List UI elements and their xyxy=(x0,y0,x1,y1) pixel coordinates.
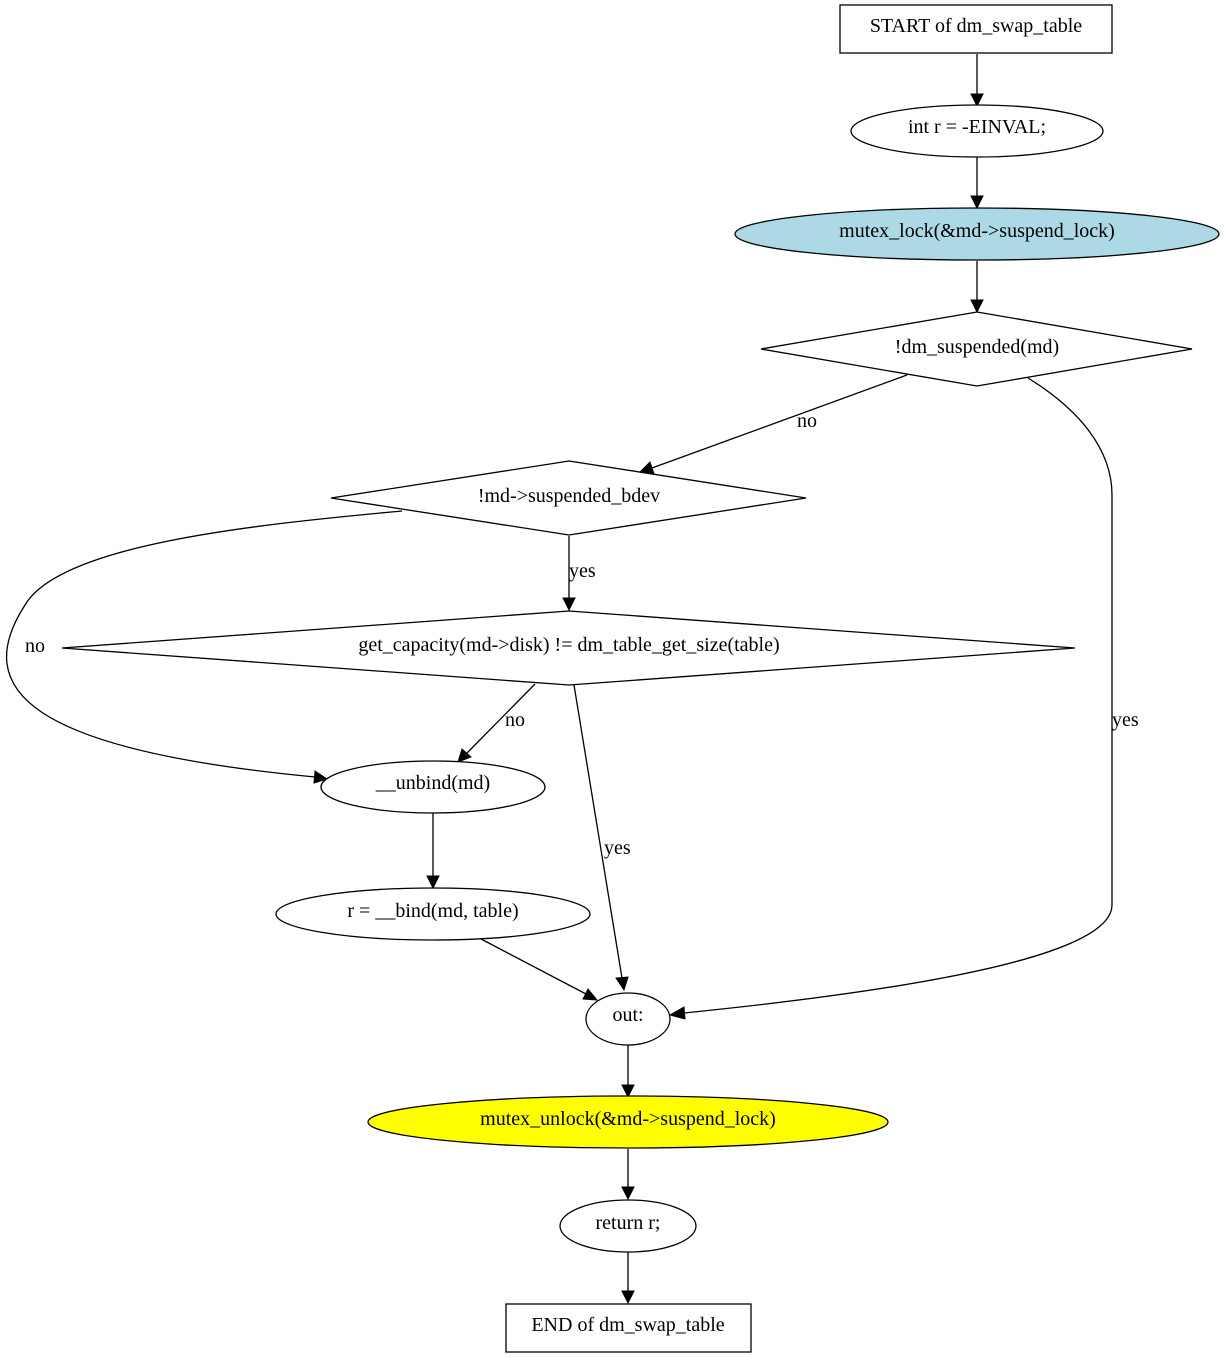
edge-start-to-init xyxy=(970,54,984,108)
node-cond-capacity-label: get_capacity(md->disk) != dm_table_get_s… xyxy=(358,634,779,656)
edge-label-bdev-no: no xyxy=(25,635,45,657)
node-mutex-unlock-label: mutex_unlock(&md->suspend_lock) xyxy=(480,1108,776,1130)
edge-label-bdev-yes: yes xyxy=(569,560,596,582)
node-return-r: return r; xyxy=(559,1199,697,1253)
edge-lock-to-suspended xyxy=(970,261,984,314)
edge-label-suspended-yes: yes xyxy=(1112,709,1139,731)
node-end-label: END of dm_swap_table xyxy=(531,1314,724,1336)
node-cond-suspended-label: !dm_suspended(md) xyxy=(895,336,1059,358)
edge-bdev-yes xyxy=(562,536,576,612)
node-mutex-lock-label: mutex_lock(&md->suspend_lock) xyxy=(839,220,1115,242)
edge-capacity-no xyxy=(457,683,536,763)
node-bind-label: r = __bind(md, table) xyxy=(347,900,518,922)
node-out: out: xyxy=(585,992,671,1046)
edge-out-to-unlock xyxy=(621,1045,635,1099)
node-init-r: int r = -EINVAL; xyxy=(850,104,1104,158)
node-cond-capacity: get_capacity(md->disk) != dm_table_get_s… xyxy=(61,610,1076,686)
node-mutex-lock: mutex_lock(&md->suspend_lock) xyxy=(734,207,1220,261)
node-cond-bdev-label: !md->suspended_bdev xyxy=(478,485,660,507)
node-return-r-label: return r; xyxy=(596,1212,661,1234)
node-cond-suspended: !dm_suspended(md) xyxy=(760,311,1193,387)
edge-bdev-no xyxy=(5,510,403,784)
edge-suspended-no xyxy=(637,374,908,475)
node-unbind-label: __unbind(md) xyxy=(375,772,490,794)
edge-suspended-yes xyxy=(668,377,1113,1020)
edge-capacity-yes xyxy=(573,684,629,992)
edge-label-capacity-yes: yes xyxy=(604,837,631,859)
node-init-r-label: int r = -EINVAL; xyxy=(908,116,1046,138)
edge-init-to-lock xyxy=(970,157,984,210)
edge-unbind-to-bind xyxy=(426,813,440,890)
edge-label-capacity-no: no xyxy=(505,709,525,731)
node-cond-bdev: !md->suspended_bdev xyxy=(330,460,807,536)
edge-bind-to-out xyxy=(480,938,599,1001)
node-start-label: START of dm_swap_table xyxy=(870,15,1082,37)
node-out-label: out: xyxy=(612,1004,643,1026)
node-unbind: __unbind(md) xyxy=(320,760,546,814)
edge-return-to-end xyxy=(621,1251,635,1305)
node-bind: r = __bind(md, table) xyxy=(275,887,591,941)
node-mutex-unlock: mutex_unlock(&md->suspend_lock) xyxy=(367,1095,889,1149)
node-end: END of dm_swap_table xyxy=(505,1303,752,1353)
edge-unlock-to-return xyxy=(621,1149,635,1201)
edge-label-suspended-no: no xyxy=(797,410,817,432)
node-start: START of dm_swap_table xyxy=(839,4,1113,54)
